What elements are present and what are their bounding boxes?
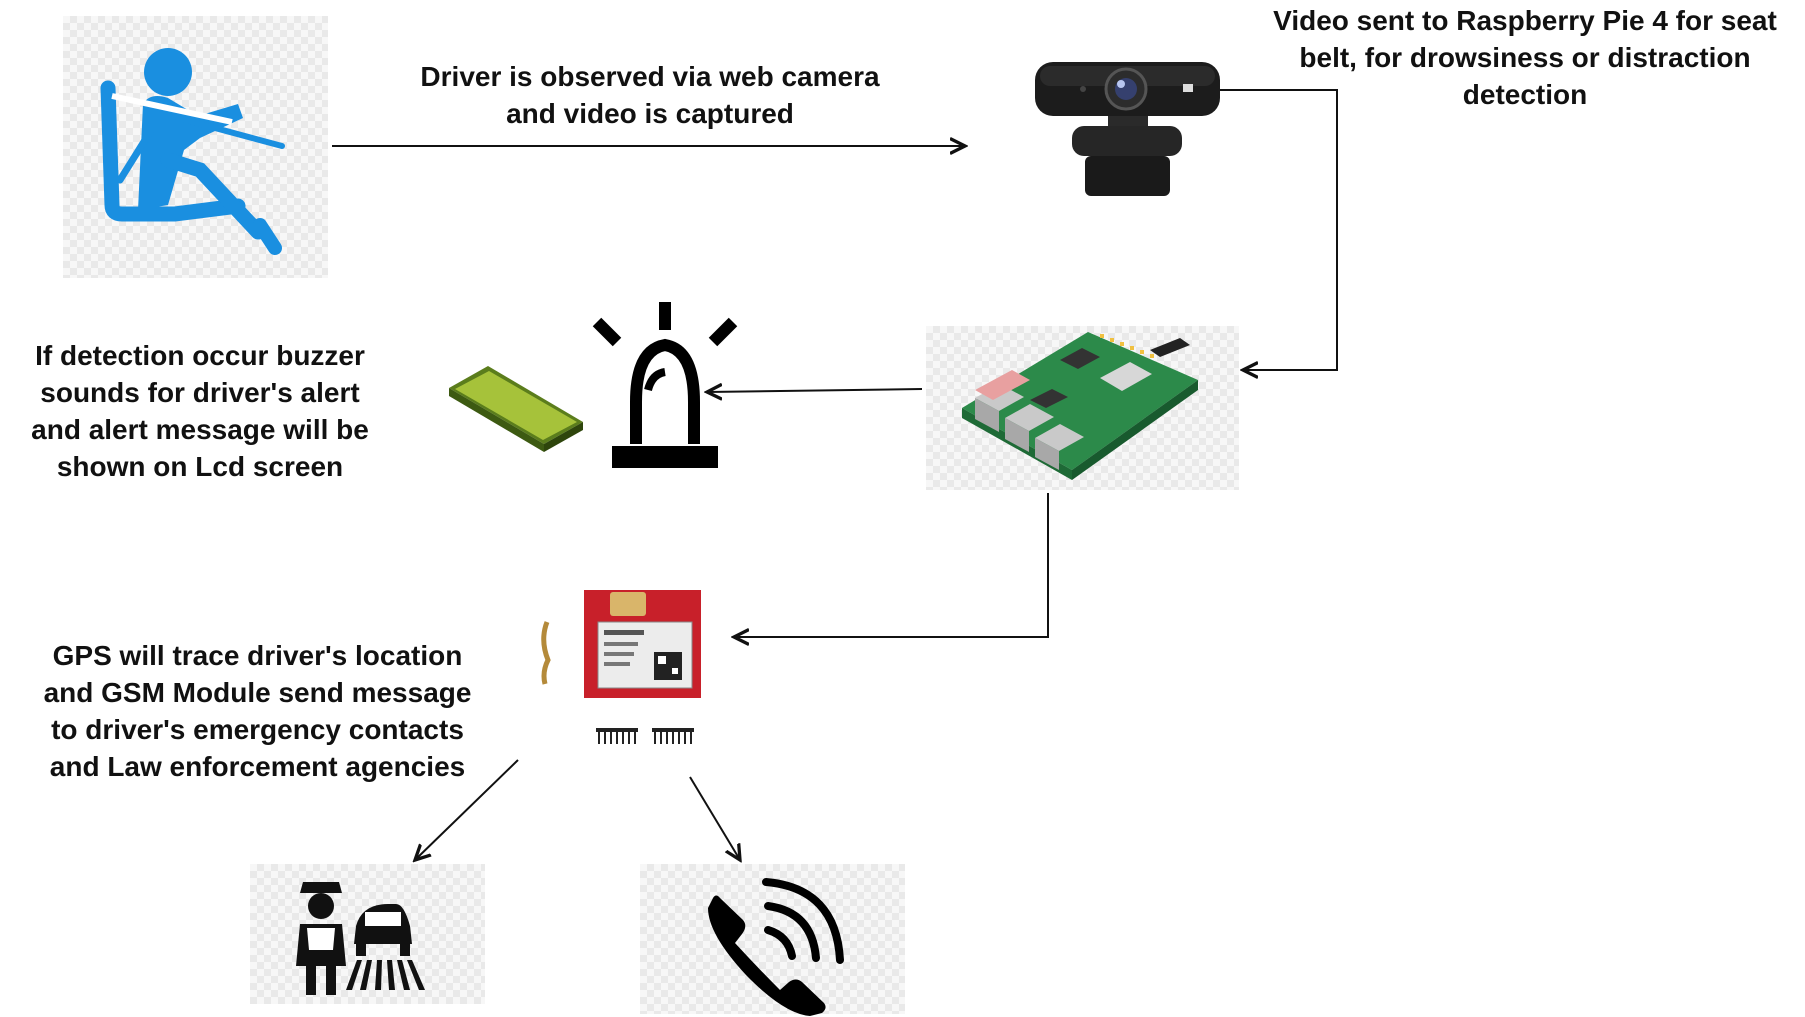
arrow-gsm-to-police bbox=[415, 759, 519, 860]
connectors bbox=[332, 89, 1338, 860]
seated-driver-seatbelt-icon bbox=[100, 48, 285, 255]
arrow-camera-to-raspberry-pi bbox=[1220, 89, 1338, 370]
webcam-icon bbox=[1035, 62, 1220, 196]
camera-step-label: Driver is observed via web camera and vi… bbox=[420, 61, 880, 129]
raspberry-pi-step-label: Video sent to Raspberry Pie 4 for seat b… bbox=[1273, 5, 1777, 110]
phone-call-icon bbox=[708, 878, 844, 1016]
traffic-police-icon bbox=[296, 882, 425, 995]
alert-step-label: If detection occur buzzer sounds for dri… bbox=[31, 340, 369, 482]
gsm-gps-module-icon bbox=[541, 590, 701, 744]
gps-gsm-step-label: GPS will trace driver's location and GSM… bbox=[43, 640, 472, 782]
arrow-raspberry-pi-to-buzzer bbox=[707, 389, 923, 392]
lcd-display-module-icon bbox=[449, 366, 583, 452]
alarm-siren-icon bbox=[592, 302, 738, 468]
arrow-gsm-to-phone bbox=[689, 776, 740, 860]
arrow-raspberry-pi-to-gsm bbox=[734, 493, 1049, 637]
raspberry-pi-board-icon bbox=[962, 332, 1198, 480]
